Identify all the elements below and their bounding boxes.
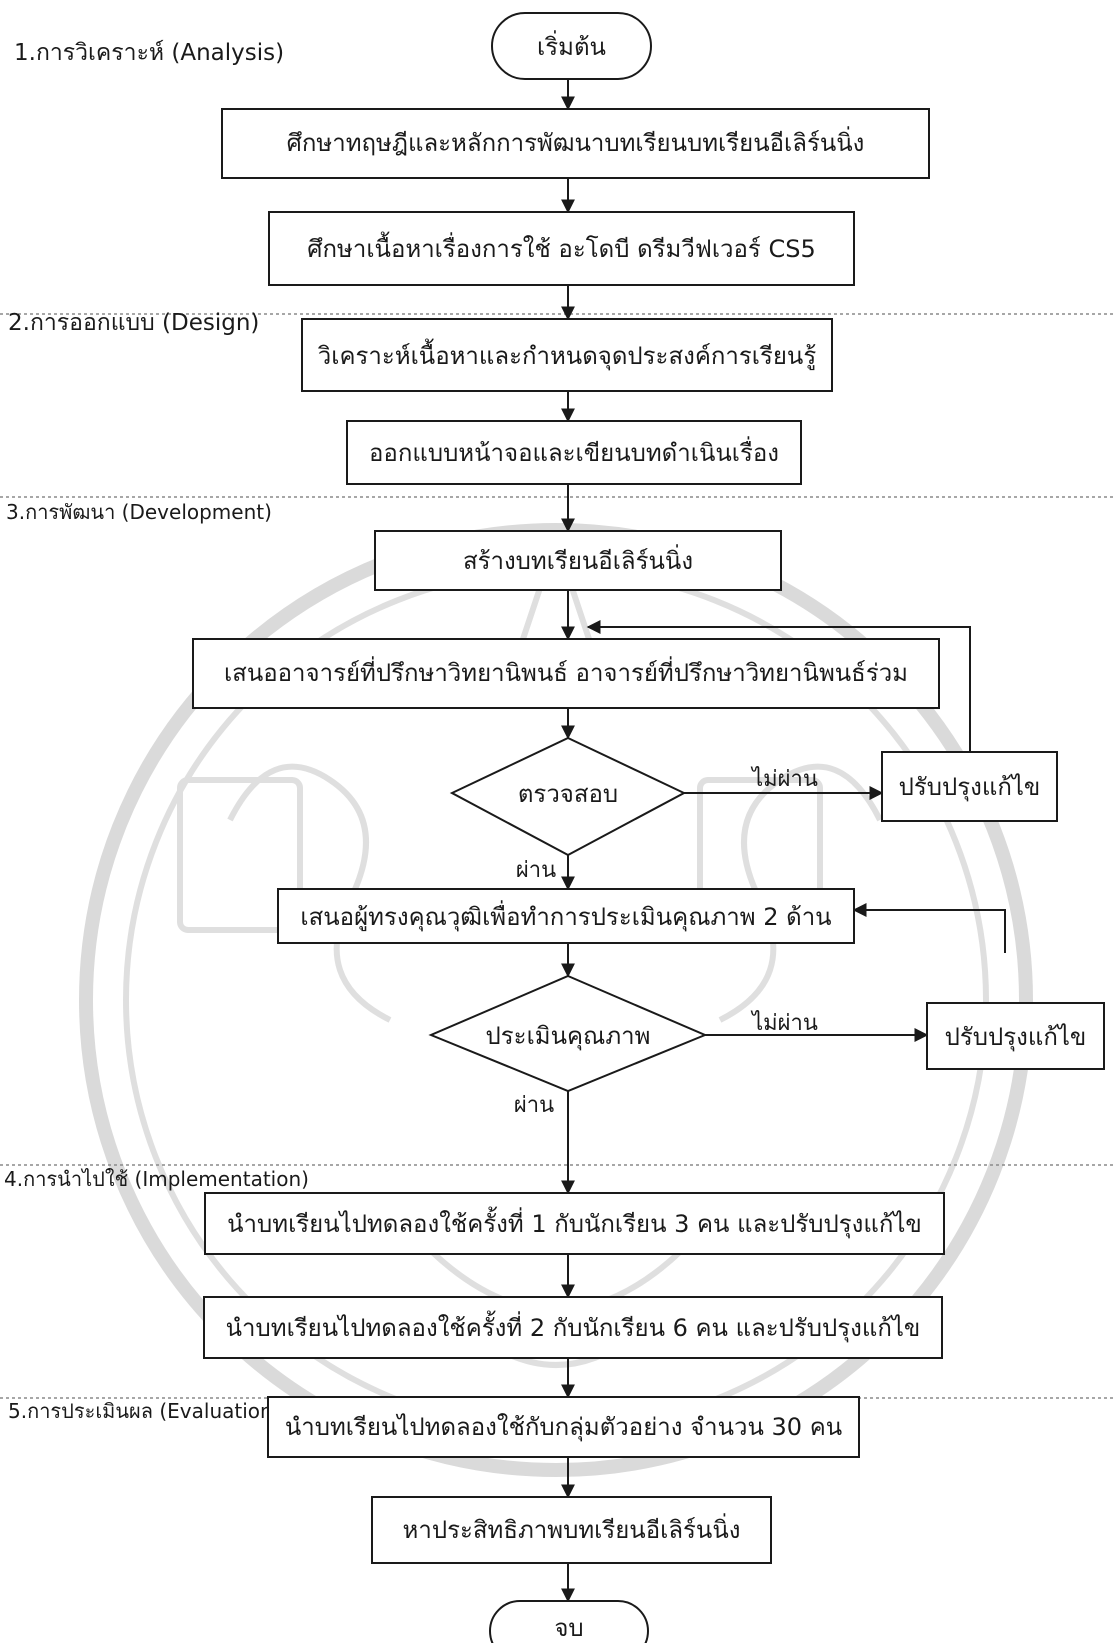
node-study-content: ศึกษาเนื้อหาเรื่องการใช้ อะโดบี ดรีมวีฟเ… <box>268 211 855 286</box>
node-analyze-objectives: วิเคราะห์เนื้อหาและกำหนดจุดประสงค์การเรี… <box>301 318 833 392</box>
phase-label-development: 3.การพัฒนา (Development) <box>6 500 272 524</box>
edge-label-check-pass: ผ่าน <box>516 858 556 883</box>
node-efficiency: หาประสิทธิภาพบทเรียนอีเลิร์นนิ่ง <box>371 1496 772 1564</box>
node-revise-2-label: ปรับปรุงแก้ไข <box>945 1023 1087 1052</box>
phase-labels: 1.การวิเคราะห์ (Analysis) 2.การออกแบบ (D… <box>4 39 309 1423</box>
phase-label-design: 2.การออกแบบ (Design) <box>8 310 259 336</box>
edges <box>561 79 1006 1603</box>
node-study-content-label: ศึกษาเนื้อหาเรื่องการใช้ อะโดบี ดรีมวีฟเ… <box>307 231 815 263</box>
node-analyze-objectives-label: วิเคราะห์เนื้อหาและกำหนดจุดประสงค์การเรี… <box>317 338 816 371</box>
nodes: เริ่มต้น ศึกษาทฤษฎีและหลักการพัฒนาบทเรีย… <box>192 12 1105 1643</box>
node-evaluate-quality: ประเมินคุณภาพ <box>428 974 708 1093</box>
node-revise-1: ปรับปรุงแก้ไข <box>881 751 1058 822</box>
node-present-advisors: เสนออาจารย์ที่ปรึกษาวิทยานิพนธ์ อาจารย์ท… <box>192 638 940 709</box>
edge-label-check-fail: ไม่ผ่าน <box>750 766 818 792</box>
node-sample-group-label: นำบทเรียนไปทดลองใช้กับกลุ่มตัวอย่าง จำนว… <box>285 1413 842 1442</box>
node-present-experts: เสนอผู้ทรงคุณวุฒิเพื่อทำการประเมินคุณภาพ… <box>277 888 855 944</box>
node-evaluate-quality-label: ประเมินคุณภาพ <box>486 1022 651 1051</box>
node-check: ตรวจสอบ <box>449 736 687 857</box>
node-start-label: เริ่มต้น <box>537 30 606 61</box>
phase-label-evaluation: 5.การประเมินผล (Evaluation) <box>8 1399 281 1423</box>
edge-label-quality-pass: ผ่าน <box>514 1093 554 1118</box>
phase-label-analysis: 1.การวิเคราะห์ (Analysis) <box>14 39 284 66</box>
node-start: เริ่มต้น <box>491 12 652 80</box>
node-check-label: ตรวจสอบ <box>518 780 618 808</box>
node-tryout-1: นำบทเรียนไปทดลองใช้ครั้งที่ 1 กับนักเรีย… <box>204 1192 945 1255</box>
node-tryout-2-label: นำบทเรียนไปทดลองใช้ครั้งที่ 2 กับนักเรีย… <box>226 1310 921 1343</box>
node-end-label: จบ <box>554 1614 583 1642</box>
phase-label-implementation: 4.การนำไปใช้ (Implementation) <box>4 1167 309 1191</box>
node-study-theory: ศึกษาทฤษฎีและหลักการพัฒนาบทเรียนบทเรียนอ… <box>221 108 930 179</box>
node-revise-2: ปรับปรุงแก้ไข <box>926 1002 1105 1070</box>
node-create-lesson: สร้างบทเรียนอีเลิร์นนิ่ง <box>374 530 782 591</box>
node-present-advisors-label: เสนออาจารย์ที่ปรึกษาวิทยานิพนธ์ อาจารย์ท… <box>224 656 908 687</box>
node-efficiency-label: หาประสิทธิภาพบทเรียนอีเลิร์นนิ่ง <box>403 1513 741 1544</box>
edge-label-quality-fail: ไม่ผ่าน <box>750 1010 818 1036</box>
node-design-screens: ออกแบบหน้าจอและเขียนบทดำเนินเรื่อง <box>346 420 802 485</box>
node-tryout-2: นำบทเรียนไปทดลองใช้ครั้งที่ 2 กับนักเรีย… <box>203 1296 943 1359</box>
node-present-experts-label: เสนอผู้ทรงคุณวุฒิเพื่อทำการประเมินคุณภาพ… <box>300 900 831 932</box>
edge-labels: ไม่ผ่าน ผ่าน ไม่ผ่าน ผ่าน <box>514 766 818 1118</box>
node-design-screens-label: ออกแบบหน้าจอและเขียนบทดำเนินเรื่อง <box>369 436 779 467</box>
node-study-theory-label: ศึกษาทฤษฎีและหลักการพัฒนาบทเรียนบทเรียนอ… <box>287 126 865 157</box>
node-create-lesson-label: สร้างบทเรียนอีเลิร์นนิ่ง <box>463 544 693 575</box>
node-revise-1-label: ปรับปรุงแก้ไข <box>899 773 1041 802</box>
node-tryout-1-label: นำบทเรียนไปทดลองใช้ครั้งที่ 1 กับนักเรีย… <box>227 1206 922 1239</box>
node-end: จบ <box>489 1600 649 1643</box>
node-sample-group: นำบทเรียนไปทดลองใช้กับกลุ่มตัวอย่าง จำนว… <box>267 1396 860 1458</box>
